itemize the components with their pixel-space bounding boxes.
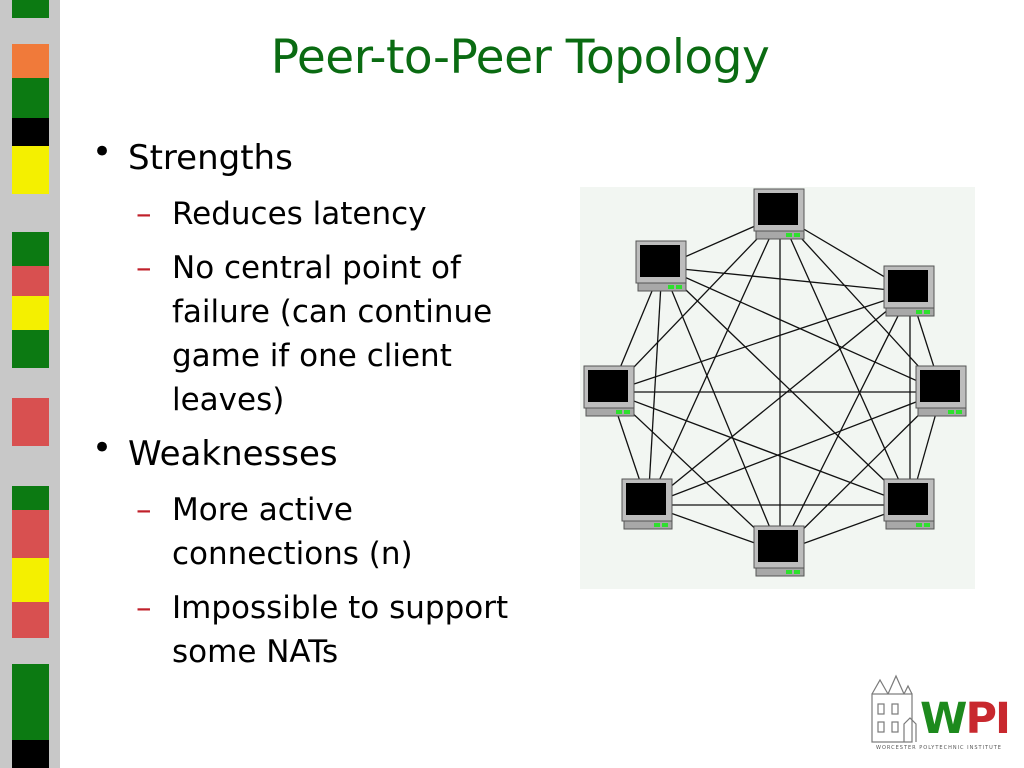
- stripe-block: [12, 296, 49, 330]
- dash-glyph: –: [136, 492, 152, 528]
- connection-line: [609, 391, 911, 506]
- connection-line: [661, 266, 943, 393]
- connection-line: [661, 266, 911, 293]
- connection-line: [647, 214, 781, 506]
- subitem-line: No central point of: [172, 250, 461, 286]
- stripe-block: [12, 118, 49, 146]
- connection-line: [779, 214, 943, 393]
- subitem-line: leaves): [172, 382, 285, 418]
- bullet-label: Weaknesses: [128, 434, 338, 474]
- slide-title: Peer-to-Peer Topology: [270, 30, 770, 85]
- castle-drawing: [871, 674, 917, 743]
- stripe-block: [12, 232, 49, 266]
- connection-line: [609, 291, 911, 393]
- subitem-line: game if one client: [172, 338, 452, 374]
- computer-nodes: [583, 188, 967, 577]
- subitem-line: some NATs: [172, 634, 339, 670]
- wpi-wordmark: WPI: [920, 694, 1011, 744]
- logo-subtitle: WORCESTER POLYTECHNIC INSTITUTE: [876, 745, 1002, 751]
- connection-line: [661, 266, 911, 506]
- dash-glyph: –: [136, 250, 152, 286]
- computer-icon: [753, 188, 805, 240]
- subitem-line: Impossible to support: [172, 590, 509, 626]
- connection-line: [779, 391, 943, 553]
- connection-line: [661, 266, 781, 553]
- computer-icon: [583, 365, 635, 417]
- subitem-impossible-nats: – Impossible to support some NATs: [136, 586, 572, 674]
- stripe-block: [12, 44, 49, 78]
- stripe-block: [12, 486, 49, 510]
- stripe-block: [12, 330, 49, 368]
- stripe-block: [12, 558, 49, 602]
- stripe-block: [12, 78, 49, 118]
- subitem-line: Reduces latency: [172, 196, 427, 232]
- logo-pi: PI: [965, 694, 1010, 744]
- stripe-block: [12, 602, 49, 638]
- computer-icon: [635, 240, 687, 292]
- stripe-block: [12, 740, 49, 768]
- subitem-line: failure (can continue: [172, 294, 493, 330]
- computer-icon: [753, 525, 805, 577]
- wpi-logo: [871, 674, 917, 743]
- subitem-more-connections: – More active connections (n): [136, 488, 572, 576]
- connection-line: [779, 291, 911, 553]
- dash-glyph: –: [136, 196, 152, 232]
- subitem-reduces-latency: – Reduces latency: [136, 192, 572, 236]
- connection-line: [647, 391, 943, 506]
- stripe-block: [12, 510, 49, 558]
- connection-line: [647, 266, 663, 506]
- bullet-glyph: •: [92, 132, 113, 172]
- decorative-stripe: [0, 0, 60, 768]
- stripe-block: [12, 146, 49, 194]
- subitem-no-central-point: – No central point of failure (can conti…: [136, 246, 572, 422]
- bullet-label: Strengths: [128, 138, 293, 178]
- logo-w: W: [920, 694, 967, 744]
- bullet-strengths: • Strengths: [92, 132, 293, 178]
- computer-icon: [915, 365, 967, 417]
- computer-icon: [883, 478, 935, 530]
- stripe-block: [12, 398, 49, 446]
- connection-line: [609, 214, 781, 393]
- stripe-block: [12, 266, 49, 296]
- subitem-line: connections (n): [172, 536, 413, 572]
- bullet-weaknesses: • Weaknesses: [92, 428, 338, 474]
- connection-line: [779, 214, 911, 506]
- stripe-block: [12, 0, 49, 18]
- computer-icon: [883, 265, 935, 317]
- computer-icon: [621, 478, 673, 530]
- stripe-block: [12, 664, 49, 740]
- peer-to-peer-network-diagram: [580, 187, 975, 589]
- dash-glyph: –: [136, 590, 152, 626]
- bullet-glyph: •: [92, 428, 113, 468]
- subitem-line: More active: [172, 492, 353, 528]
- connection-line: [609, 391, 781, 553]
